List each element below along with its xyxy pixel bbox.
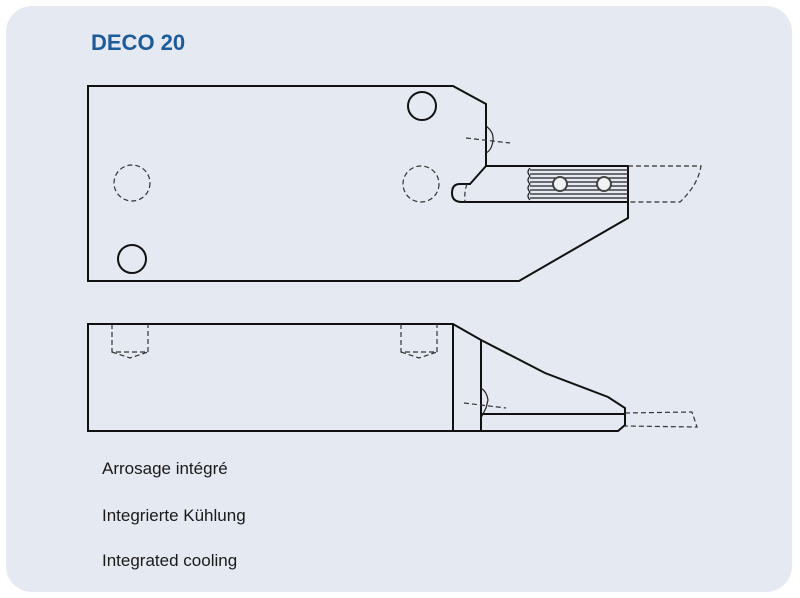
caption-french: Arrosage intégré [102,459,228,478]
insert-serrations [527,167,628,201]
caption-german: Integrierte Kühlung [102,506,246,525]
insert-screw [596,176,612,192]
caption-english: Integrated cooling [102,551,238,570]
screw-hole [117,244,147,274]
insert-screw [552,176,568,192]
screw-hole [407,91,437,121]
page-title: DECO 20 [91,30,186,55]
side-view [87,323,698,432]
background-panel [6,6,792,592]
top-view [87,85,702,282]
